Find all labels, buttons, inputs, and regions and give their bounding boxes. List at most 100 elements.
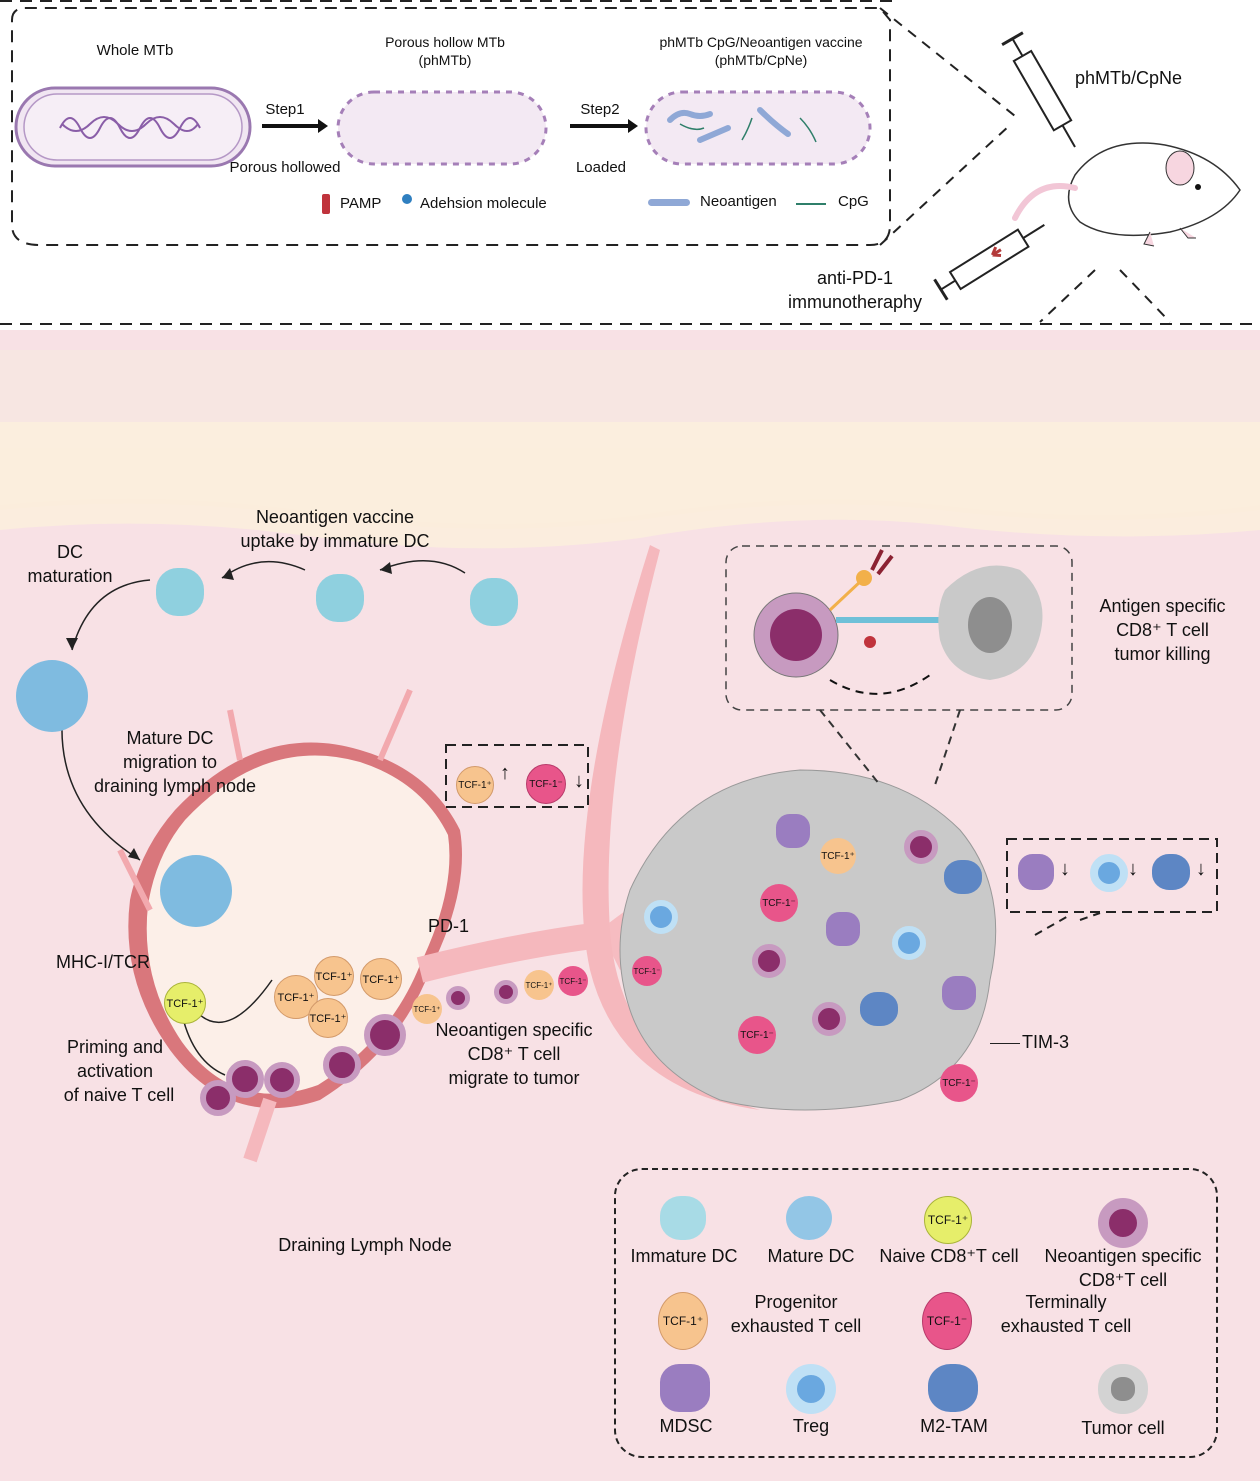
legend-label: Neoantigen specific [1044,1246,1202,1266]
m2-tam-icon [928,1364,978,1412]
progenitor-exhausted-icon: TCF-1⁺ [658,1292,708,1350]
killing-label-3: tumor killing [1114,644,1211,664]
immature-dc-cell [470,578,518,626]
pamp-icon [322,194,330,214]
legend-label: Tumor cell [1081,1418,1165,1438]
neo-migrate-label-3: migrate to tumor [448,1068,580,1088]
stage2-subtitle: (phMTb) [418,52,472,68]
stage2-title: Porous hollow MTb [385,34,505,50]
neoantigen-t-cell [904,830,938,864]
down-arrow-icon: ↓ [1128,858,1138,880]
exhaustion-inset-box [445,744,589,808]
treg-cell [1090,854,1128,892]
naive-t-cell: TCF-1⁺ [164,982,206,1024]
priming-label-3: of naive T cell [63,1085,175,1105]
terminal-t-cell: TCF-1⁻ [760,884,798,922]
cell-legend [614,1168,1218,1458]
to-mature-dc-arrow [71,579,151,651]
legend-adhesion: Adehsion molecule [420,195,547,212]
legend-label: M2-TAM [920,1416,988,1436]
mdsc-cell [776,814,810,848]
mdsc-cell [942,976,976,1010]
terminal-t-cell: TCF-1⁻ [738,1016,776,1054]
progenitor-t-cell: TCF-1⁺ [314,956,354,996]
m2-tam-cell [860,992,898,1026]
maturation-arrow [221,560,306,579]
blood-vessel [582,545,760,1110]
legend-label: Immature DC [630,1246,738,1266]
neoantigen-t-cell [494,980,518,1004]
whole-mtb-icon [14,86,252,168]
vaccine-label: phMTb/CpNe [1075,68,1183,88]
progenitor-t-cell: TCF-1⁺ [412,994,442,1024]
antipd1-label: anti-PD-1 [816,268,894,288]
neo-migrate-label-2: CD8⁺ T cell [467,1044,561,1064]
legend-label: Mature DC [767,1246,855,1266]
neoantigen-t-cell [323,1046,361,1084]
vaccine-syringe-icon [1001,31,1076,148]
lymph-node-label: Draining Lymph Node [278,1235,452,1255]
mdsc-icon [660,1364,710,1412]
m2-tam-cell [1152,854,1190,890]
mouse-icon [1012,142,1241,247]
porous-hollow-mtb-icon [336,90,548,166]
up-arrow-icon: ↑ [500,762,510,784]
terminal-t-cell: TCF-1⁻ [526,764,566,804]
zoom-line [879,124,1011,246]
main-section: TCF-1⁺ TCF-1⁺ TCF-1⁺ TCF-1⁺ TCF-1⁺ TCF-1… [0,330,1260,1481]
dc-maturing-cell [156,568,204,616]
legend-label: MDSC [659,1416,713,1436]
zoom-line [879,7,1021,121]
top-graphics [0,0,1260,325]
pd1-label: PD-1 [428,916,470,936]
skin-epidermis [0,422,1260,549]
dc-maturation-label: DC [57,542,83,562]
tim3-label: TIM-3 [1022,1032,1069,1052]
uptake-label: Neoantigen vaccine [255,507,415,527]
legend-label-2: exhausted T cell [1000,1316,1132,1336]
migration-label-3: draining lymph node [93,776,257,796]
immature-dc-cell [316,574,364,622]
killing-label: Antigen specific [1099,596,1226,616]
stage1-title: Whole MTb [96,42,174,59]
step2-label: Step2 [580,101,620,118]
suppressive-inset-box [1006,838,1218,913]
terminal-t-cell: TCF-1⁻ [558,966,588,996]
neoantigen-t-cell [264,1062,300,1098]
uptake-arrow [379,560,466,574]
killing-arrow [829,674,931,695]
naive-t-cell-icon: TCF-1⁺ [924,1196,972,1244]
neoantigen-t-cell [752,944,786,978]
antibody-syringe-icon [933,224,1045,301]
dc-maturation-label-2: maturation [27,566,113,586]
tim3-pointer [990,1043,1020,1044]
legend-label: Naive CD8⁺T cell [879,1246,1019,1266]
zoom-line [1119,269,1171,323]
adhesion-molecule-icon [402,194,412,204]
down-arrow-icon: ↓ [1196,858,1206,880]
terminal-t-cell: TCF-1⁻ [632,956,662,986]
neoantigen-t-cell [226,1060,264,1098]
cpg-icon [796,203,826,205]
priming-label-2: activation [76,1061,154,1081]
progenitor-t-cell: TCF-1⁺ [360,958,402,1000]
to-progenitor-arrow [199,979,273,1024]
legend-cpg: CpG [838,193,869,210]
neoantigen-t-cell [446,986,470,1010]
neoantigen-t-cell [812,1002,846,1036]
legend-label: Progenitor [754,1292,838,1312]
loaded-mtb-icon [644,90,872,166]
legend-label: Terminally [1025,1292,1107,1312]
killing-inset-box [725,545,1073,711]
legend-label-2: exhausted T cell [730,1316,862,1336]
top-section: Whole MTb Porous hollow MTb (phMTb) phMT… [0,0,1260,330]
killing-t-cell-icon [753,549,940,678]
step1-label: Step1 [265,101,305,118]
mature-dc-cell [16,660,88,732]
mhc-tcr-label: MHC-I/TCR [56,952,150,972]
terminal-t-cell: TCF-1⁻ [940,1064,978,1102]
neoantigen-icon [648,199,690,206]
step1-sublabel: Porous hollowed [229,159,341,176]
progenitor-t-cell: TCF-1⁺ [456,766,494,804]
m2-tam-cell [944,860,982,894]
